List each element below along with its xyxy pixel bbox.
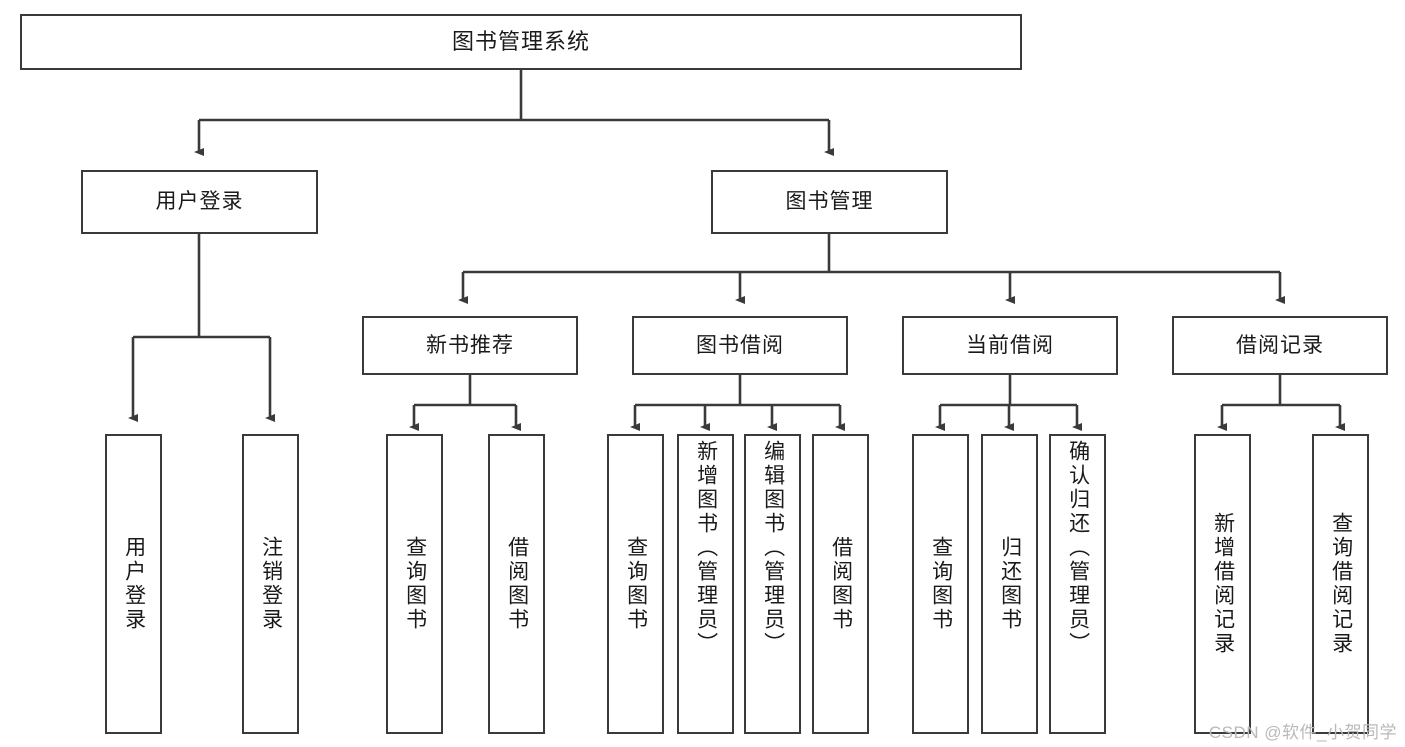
leaf-book-borrow-edit-book[interactable]: 编辑图书（管理员） — [744, 434, 801, 734]
node-current-borrow[interactable]: 当前借阅 — [902, 316, 1118, 375]
leaf-current-borrow-query-book[interactable]: 查询图书 — [912, 434, 969, 734]
node-book-management[interactable]: 图书管理 — [711, 170, 948, 234]
leaf-new-book-query-book[interactable]: 查询图书 — [386, 434, 443, 734]
node-label: 编辑图书（管理员） — [761, 440, 785, 656]
node-label: 用户登录 — [122, 536, 146, 632]
leaf-text-wrap: 查询借阅记录 — [1314, 436, 1367, 732]
node-label: 新增图书（管理员） — [694, 440, 718, 656]
node-label: 查询图书 — [929, 536, 953, 632]
node-label: 新书推荐 — [426, 333, 514, 357]
node-label: 图书借阅 — [696, 333, 784, 357]
node-label: 借阅图书 — [829, 536, 853, 632]
node-label: 确认归还（管理员） — [1066, 440, 1090, 656]
node-label: 图书管理 — [785, 190, 874, 214]
leaf-new-book-borrow-book[interactable]: 借阅图书 — [488, 434, 545, 734]
node-label: 查询借阅记录 — [1329, 512, 1353, 656]
node-label: 借阅图书 — [505, 536, 529, 632]
node-label: 借阅记录 — [1236, 333, 1324, 357]
leaf-text-wrap: 归还图书 — [983, 436, 1036, 732]
node-label: 查询图书 — [403, 536, 427, 632]
node-book-borrow[interactable]: 图书借阅 — [632, 316, 848, 375]
leaf-text-wrap: 新增借阅记录 — [1196, 436, 1249, 732]
node-label: 用户登录 — [155, 190, 244, 214]
node-borrow-record[interactable]: 借阅记录 — [1172, 316, 1388, 375]
leaf-text-wrap: 查询图书 — [388, 436, 441, 732]
csdn-watermark: CSDN @软件_小贺同学 — [1208, 723, 1397, 742]
leaf-borrow-record-add-record[interactable]: 新增借阅记录 — [1194, 434, 1251, 734]
leaf-text-wrap: 借阅图书 — [490, 436, 543, 732]
leaf-text-wrap: 用户登录 — [107, 436, 160, 732]
leaf-text-wrap: 编辑图书（管理员） — [746, 436, 799, 736]
node-label: 查询图书 — [624, 536, 648, 632]
leaf-book-borrow-borrow-book[interactable]: 借阅图书 — [812, 434, 869, 734]
node-label: 图书管理系统 — [451, 28, 590, 54]
leaf-text-wrap: 注销登录 — [244, 436, 297, 732]
node-user-login[interactable]: 用户登录 — [81, 170, 318, 234]
node-root-system[interactable]: 图书管理系统 — [20, 14, 1022, 70]
leaf-borrow-record-query-record[interactable]: 查询借阅记录 — [1312, 434, 1369, 734]
node-label: 新增借阅记录 — [1211, 512, 1235, 656]
node-label: 当前借阅 — [966, 333, 1054, 357]
leaf-text-wrap: 借阅图书 — [814, 436, 867, 732]
leaf-book-borrow-query-book[interactable]: 查询图书 — [607, 434, 664, 734]
leaf-user-login-login[interactable]: 用户登录 — [105, 434, 162, 734]
leaf-text-wrap: 确认归还（管理员） — [1051, 436, 1104, 736]
leaf-user-login-logout[interactable]: 注销登录 — [242, 434, 299, 734]
leaf-current-borrow-return-book[interactable]: 归还图书 — [981, 434, 1038, 734]
leaf-book-borrow-add-book[interactable]: 新增图书（管理员） — [677, 434, 734, 734]
leaf-text-wrap: 查询图书 — [609, 436, 662, 732]
node-label: 注销登录 — [259, 536, 283, 632]
node-new-book-recommend[interactable]: 新书推荐 — [362, 316, 578, 375]
leaf-current-borrow-confirm-return[interactable]: 确认归还（管理员） — [1049, 434, 1106, 734]
node-label: 归还图书 — [998, 536, 1022, 632]
leaf-text-wrap: 新增图书（管理员） — [679, 436, 732, 736]
leaf-text-wrap: 查询图书 — [914, 436, 967, 732]
